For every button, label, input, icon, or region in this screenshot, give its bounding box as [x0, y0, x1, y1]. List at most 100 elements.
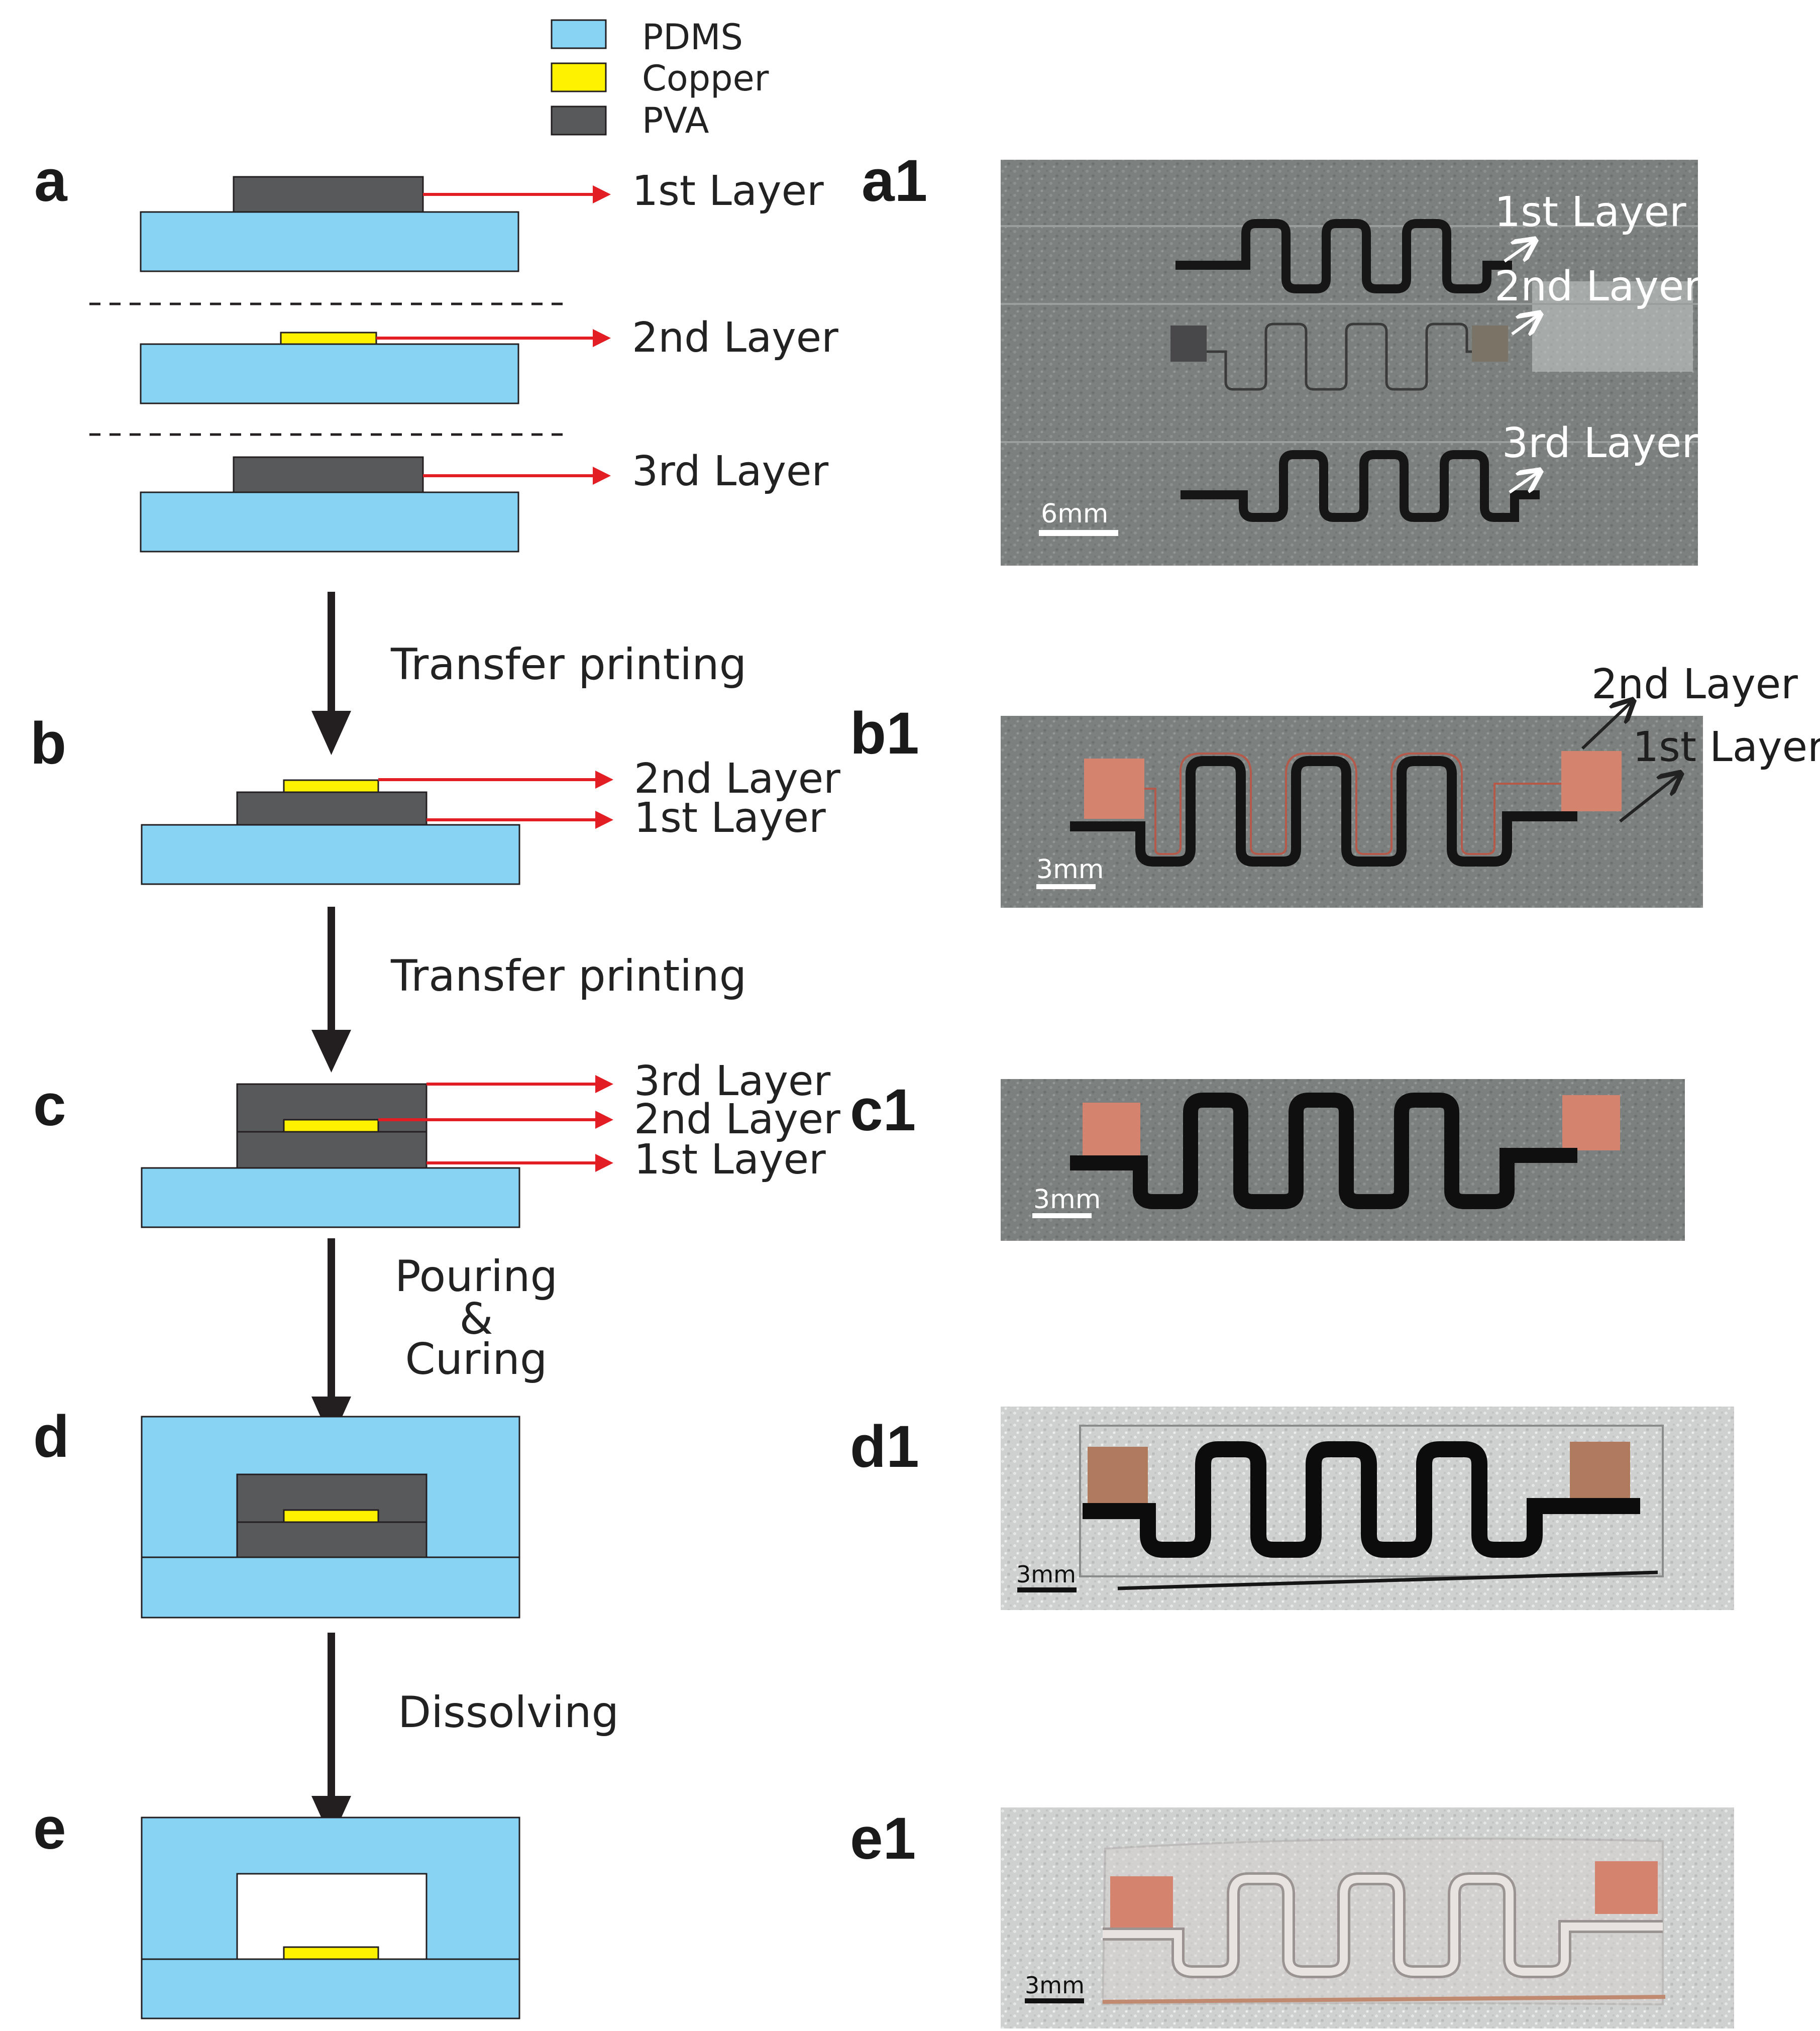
scale-bar [1025, 1998, 1084, 2003]
photo-label-2nd: 2nd Layer [1591, 661, 1798, 708]
diagram-e [141, 1816, 520, 2019]
pdms-slab-outline [1079, 1425, 1664, 1577]
pva-serpentine-trace [1175, 219, 1512, 293]
photo-b1: 2nd Layer 1st Layer 3mm [1001, 661, 1820, 908]
scale-bar-label: 3mm [1025, 1972, 1085, 1999]
panel-label-e: e [33, 1795, 66, 1862]
layer-label-1st: 1st Layer [632, 167, 824, 215]
copper-pad [1561, 751, 1622, 811]
photo-c1: 3mm [1001, 1079, 1685, 1241]
scale-bar-label: 3mm [1033, 1185, 1101, 1215]
photo-label-3rd: 3rd Layer [1502, 419, 1698, 467]
legend-label-pva: PVA [642, 100, 709, 141]
pva-layer [236, 1131, 427, 1169]
photo-label-2nd: 2nd Layer [1494, 263, 1701, 310]
panel-label-b: b [30, 710, 66, 777]
panel-label-c: c [33, 1072, 66, 1138]
pva-layer [236, 1521, 427, 1558]
pdms-substrate [140, 343, 519, 404]
photo-label-1st: 1st Layer [1633, 723, 1820, 771]
copper-serpentine-trace [1144, 753, 1561, 855]
slab-edge [1117, 1570, 1658, 1590]
pva-serpentine-trace [1070, 1093, 1577, 1209]
pva-layer [233, 176, 424, 213]
annotation-arrow [1581, 701, 1633, 750]
panel-label-b1: b1 [850, 700, 919, 767]
copper-serpentine-trace [1207, 323, 1472, 391]
process-arrow-pouring-curing: Pouring & Curing [311, 1238, 558, 1441]
layer-label-2nd: 2nd Layer [634, 755, 840, 803]
pdms-substrate [141, 824, 520, 885]
panel-label-a1: a1 [862, 148, 927, 214]
diagram-a: 1st Layer 2nd Layer 3rd Layer [89, 167, 838, 553]
process-arrow-dissolving: Dissolving [311, 1633, 619, 1840]
process-arrow-transfer-1: Transfer printing [311, 592, 746, 755]
copper-layer [280, 332, 377, 345]
panel-label-a: a [34, 148, 68, 214]
pva-layer [233, 456, 424, 493]
diagram-d [141, 1416, 520, 1619]
copper-layer [283, 779, 379, 793]
step-label-ampersand: & [459, 1294, 493, 1344]
panel-label-d: d [33, 1404, 69, 1470]
microchannel-cavity [236, 1873, 427, 1960]
slab-edge [1102, 1995, 1666, 2004]
panel-label-d1: d1 [850, 1414, 919, 1480]
photo-d1: 3mm [1001, 1407, 1734, 1610]
layer-label-2nd: 2nd Layer [632, 314, 838, 362]
scale-bar [1039, 530, 1118, 536]
copper-pad [1562, 1095, 1620, 1150]
photo-label-1st: 1st Layer [1494, 188, 1686, 236]
pva-serpentine-trace [1083, 1441, 1640, 1558]
scale-bar [1036, 884, 1096, 889]
copper-pad [1110, 1876, 1173, 1929]
step-label-curing: Curing [405, 1334, 548, 1384]
pva-serpentine-trace [1181, 450, 1540, 522]
photo-a1: 1st Layer 2nd Layer 3rd Layer 6mm [1001, 160, 1701, 566]
layer-label-3rd: 3rd Layer [632, 448, 828, 495]
panel-label-e1: e1 [850, 1805, 916, 1872]
copper-pad [1083, 1103, 1140, 1158]
copper-pad [1570, 1442, 1630, 1502]
legend-label-copper: Copper [642, 58, 769, 99]
annotation-arrow [1511, 314, 1540, 334]
copper-layer [283, 1946, 379, 1960]
step-label-transfer-printing: Transfer printing [390, 951, 746, 1001]
scale-bar [1032, 1213, 1092, 1218]
layer-label-1st: 1st Layer [634, 1136, 826, 1184]
layer-label-3rd: 3rd Layer [634, 1057, 830, 1105]
scale-bar-label: 3mm [1036, 854, 1104, 885]
copper-pad [1170, 326, 1207, 362]
microchannel-trace [1103, 1875, 1663, 1976]
copper-pad [1088, 1447, 1148, 1507]
step-label-pouring: Pouring [395, 1251, 558, 1302]
photo-e1: 3mm [1001, 1807, 1734, 2028]
scale-bar-label: 6mm [1041, 499, 1108, 529]
legend: PDMS Copper PVA [551, 17, 769, 141]
annotation-arrow [1504, 240, 1535, 263]
layer-label-2nd: 2nd Layer [634, 1096, 840, 1143]
process-arrow-transfer-2: Transfer printing [311, 907, 746, 1073]
copper-layer [283, 1119, 379, 1133]
pva-layer [236, 791, 427, 826]
pdms-substrate [140, 491, 519, 553]
pva-serpentine-trace [1070, 756, 1577, 867]
copper-pad [1084, 759, 1144, 819]
scale-bar-label: 3mm [1016, 1561, 1076, 1588]
legend-swatch-pdms [551, 19, 607, 49]
scale-bar [1017, 1587, 1077, 1592]
legend-swatch-pva [551, 105, 607, 136]
annotation-arrow [1619, 774, 1680, 823]
copper-pad [1472, 326, 1508, 362]
legend-label-pdms: PDMS [642, 17, 743, 58]
panel-label-c1: c1 [850, 1077, 916, 1143]
step-label-transfer-printing: Transfer printing [390, 639, 746, 690]
annotation-arrow [1509, 471, 1540, 494]
legend-swatch-copper [551, 62, 607, 92]
pdms-substrate [140, 211, 519, 272]
diagram-b: 2nd Layer 1st Layer [141, 755, 840, 885]
copper-layer [283, 1509, 379, 1523]
copper-pad [1595, 1861, 1658, 1914]
step-label-dissolving: Dissolving [398, 1687, 619, 1738]
